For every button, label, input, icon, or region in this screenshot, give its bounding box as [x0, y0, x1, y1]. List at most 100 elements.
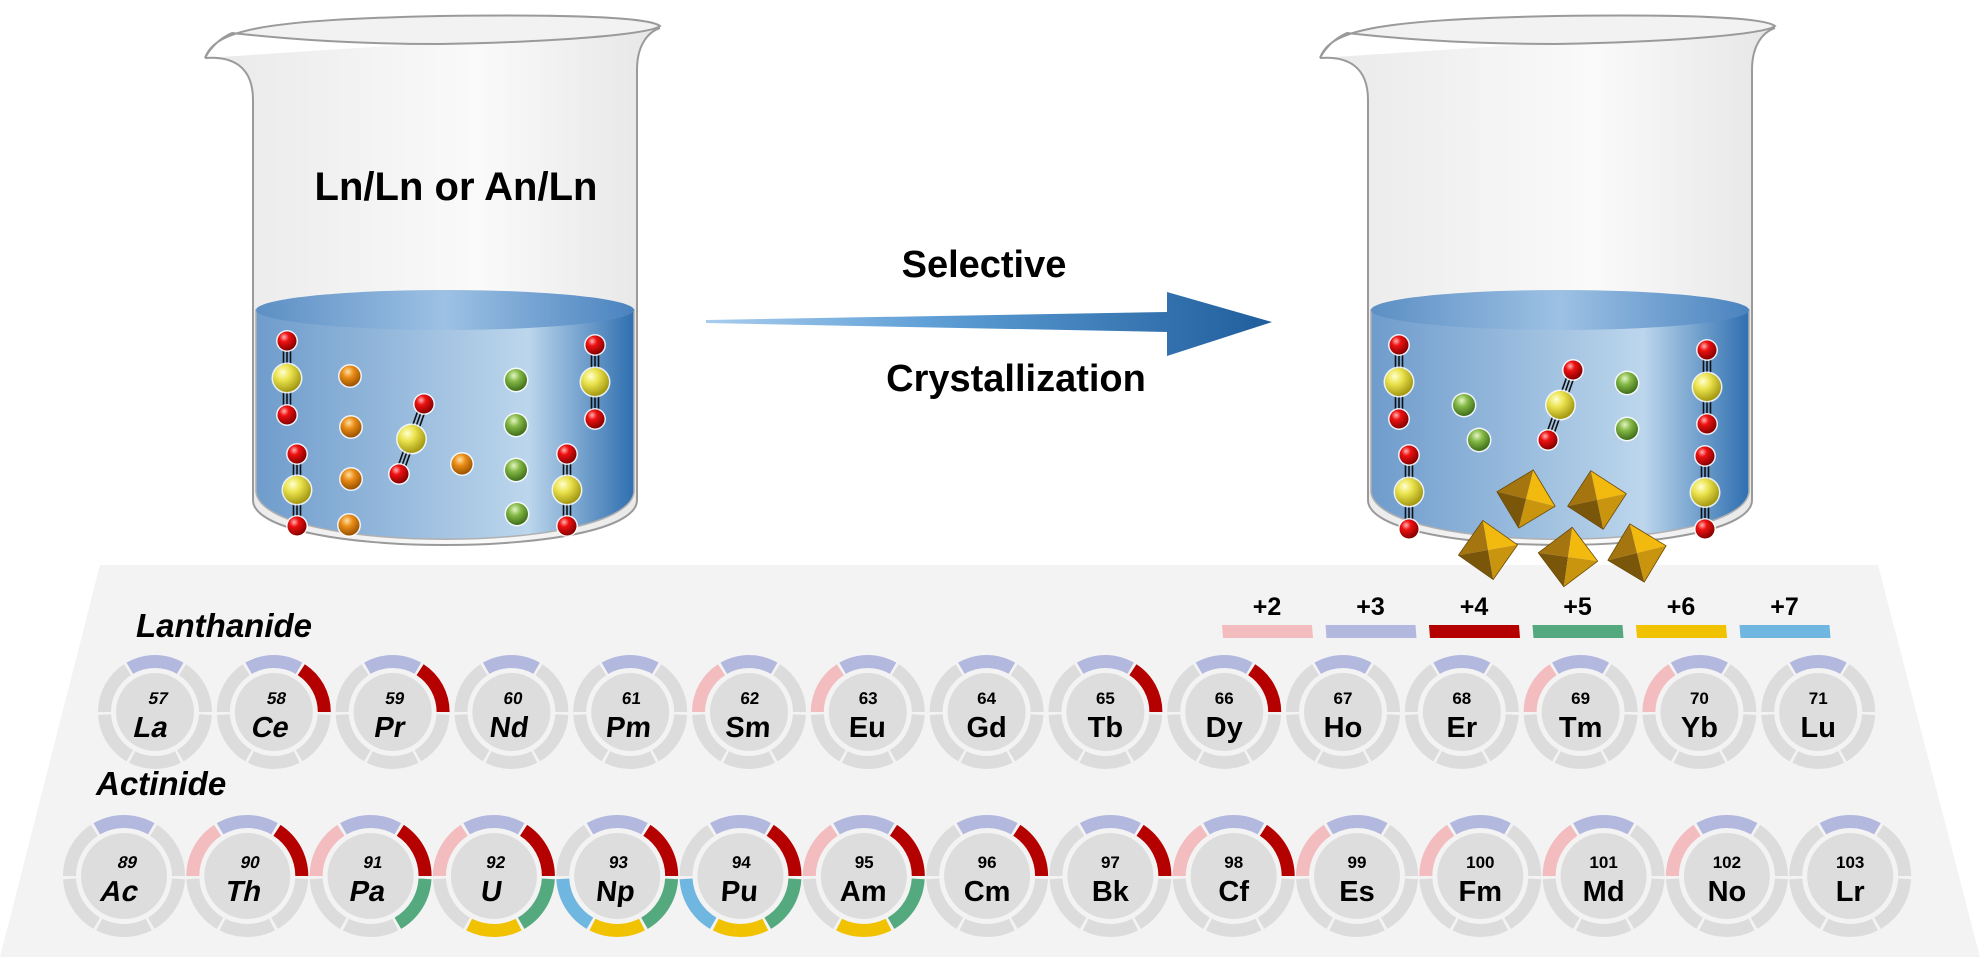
segment-ox3-active [1326, 814, 1388, 835]
segment-ox5-inactive [414, 714, 450, 762]
element-symbol: Md [1583, 876, 1625, 908]
segment-ox7-inactive [692, 714, 727, 762]
segment-ox3-active [1696, 814, 1758, 835]
atomic-number: 92 [485, 853, 507, 872]
atomic-number: 60 [503, 689, 524, 708]
segment-ox3-active [601, 655, 659, 674]
segment-ox5-inactive [1504, 878, 1542, 929]
element-symbol: Pr [372, 712, 408, 744]
dioxo-cation [551, 443, 583, 537]
segment-ox7-inactive [1542, 878, 1580, 929]
green-ion [1616, 372, 1638, 394]
oxidation-ring [309, 814, 432, 937]
segment-ox6-inactive [129, 751, 181, 770]
segment-ox6-inactive [1082, 918, 1139, 937]
element-symbol: Bk [1092, 876, 1130, 908]
segment-ox6-inactive [366, 751, 419, 770]
oxidation-ring [573, 655, 688, 769]
segment-ox7-inactive [1642, 714, 1678, 762]
atomic-number: 68 [1452, 689, 1471, 708]
segment-ox4-inactive [1485, 664, 1519, 712]
atomic-number: 91 [362, 852, 385, 872]
atomic-number: 95 [854, 853, 873, 872]
segment-ox2-inactive [335, 664, 369, 712]
oxygen-atom [414, 394, 434, 414]
segment-ox2-inactive [929, 664, 963, 712]
segment-ox4-active [1136, 824, 1172, 876]
element-symbol: Cm [964, 876, 1011, 908]
dioxo-cation [1691, 339, 1723, 435]
segment-ox5-inactive [1381, 878, 1418, 929]
element-symbol: Ce [249, 711, 293, 744]
element-symbol: Cf [1218, 876, 1249, 908]
element-core [1683, 833, 1770, 919]
green-ion [1453, 394, 1475, 416]
actinide-atom [1693, 373, 1721, 401]
element-core [1067, 833, 1154, 919]
oxygen-atom [277, 405, 297, 425]
element-core [1185, 673, 1264, 751]
oxidation-ring [926, 814, 1049, 937]
oxidation-ring [1523, 655, 1638, 769]
segment-ox6-inactive [1699, 918, 1755, 937]
segment-ox6-inactive [1554, 751, 1607, 769]
segment-ox5-active [764, 878, 802, 929]
oxidation-ring [810, 655, 925, 770]
segment-ox2-active [1542, 824, 1578, 876]
segment-ox4-inactive [1842, 664, 1876, 712]
segment-ox6-inactive [960, 751, 1013, 769]
atomic-number: 90 [239, 852, 262, 872]
segment-ox2-inactive [556, 824, 592, 876]
oxygen-atom [1399, 445, 1419, 465]
segment-ox6-inactive [1673, 751, 1726, 769]
segment-ox6-inactive [1452, 918, 1508, 937]
element-core [1304, 673, 1382, 751]
element-symbol: Dy [1206, 712, 1243, 744]
dioxo-cation [1537, 359, 1584, 451]
legend-label: +2 [1253, 593, 1282, 621]
oxidation-ring [1296, 814, 1418, 937]
segment-ox6-inactive [247, 751, 300, 770]
segment-ox2-active [1419, 824, 1455, 876]
orange-ion [338, 514, 360, 536]
liquid-surface [256, 290, 634, 330]
element-symbol: Np [594, 876, 636, 908]
segment-ox4-inactive [1506, 824, 1542, 876]
oxidation-ring [1404, 655, 1519, 769]
oxidation-ring [98, 655, 212, 770]
legend-item-plus7: +7 [1739, 593, 1831, 638]
segment-ox2-inactive [1761, 664, 1795, 712]
segment-ox3-active [839, 655, 897, 674]
segment-ox5-inactive [148, 878, 185, 929]
dioxo-cation [388, 393, 435, 485]
oxidation-ring [1542, 814, 1665, 937]
segment-ox6-active [712, 918, 769, 937]
segment-ox4-active [1129, 664, 1163, 712]
actinide-atom [553, 476, 581, 504]
segment-ox7-inactive [810, 714, 846, 762]
legend-item-plus4: +4 [1429, 593, 1520, 638]
actinide-atom [283, 476, 311, 504]
atomic-number: 63 [858, 689, 877, 708]
element-symbol: No [1708, 876, 1747, 908]
crystal-octahedron [1567, 470, 1627, 530]
arrow-label-selective: Selective [902, 244, 1067, 286]
element-core [947, 673, 1026, 751]
segment-ox6-inactive [1435, 751, 1488, 769]
oxidation-ring [692, 655, 806, 769]
actinide-atom [1691, 478, 1719, 507]
green-ion [1468, 429, 1490, 451]
dioxo-cation [1383, 334, 1415, 430]
atomic-number: 93 [608, 853, 629, 872]
segment-ox7-inactive [1419, 878, 1457, 929]
segment-ox5-inactive [652, 714, 688, 762]
element-core [828, 673, 907, 751]
atomic-number: 96 [978, 853, 997, 872]
segment-ox5-inactive [271, 878, 309, 929]
